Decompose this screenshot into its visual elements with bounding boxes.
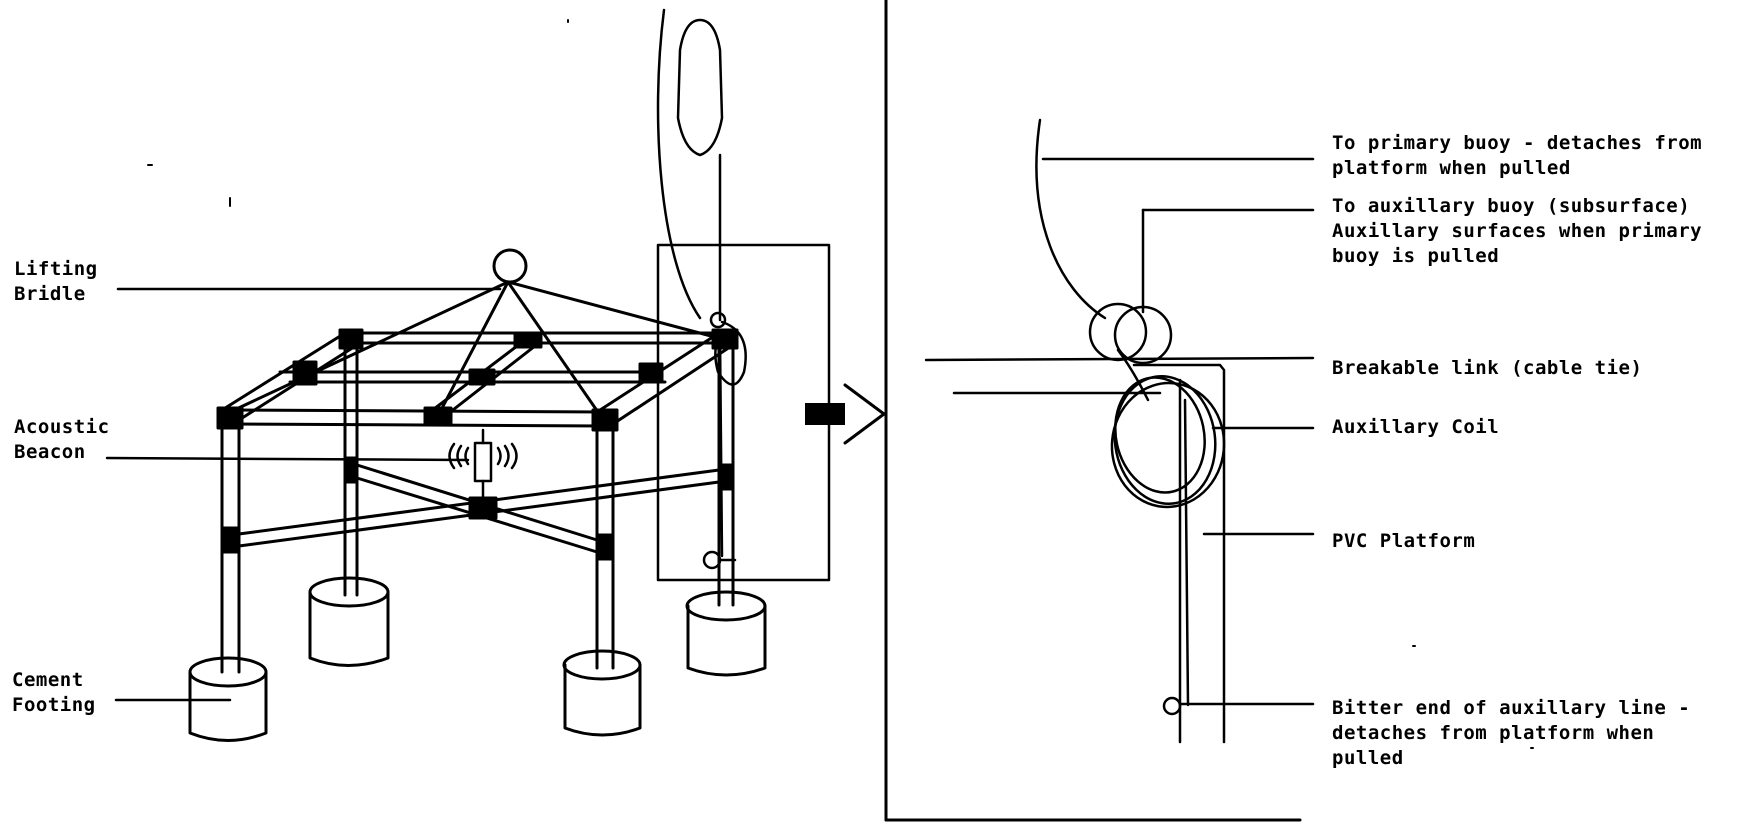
label-primary-buoy: To primary buoy - detaches from platform…	[1332, 132, 1703, 179]
detail-rings	[1088, 302, 1173, 365]
lifting-bridle	[228, 248, 728, 417]
detail-auxiliary-coil	[1110, 348, 1226, 707]
detail-arrow	[805, 383, 886, 445]
label-pvc-platform: PVC Platform	[1332, 530, 1476, 552]
detail-pvc-platform	[1132, 363, 1226, 744]
label-lifting-bridle: Lifting Bridle	[14, 258, 98, 305]
label-breakable-link: Breakable link (cable tie)	[1332, 357, 1643, 379]
detail-callout-box	[656, 243, 831, 582]
label-bitter-end: Bitter end of auxillary line - detaches …	[1332, 697, 1691, 769]
label-cement-footing: Cement Footing	[12, 669, 96, 716]
detail-primary-line	[1035, 118, 1107, 320]
label-acoustic-beacon: Acoustic Beacon	[14, 416, 110, 463]
leader-lines	[105, 157, 1315, 706]
detail-bitter-end	[1162, 696, 1182, 716]
label-auxiliary-buoy: To auxillary buoy (subsurface) Auxillary…	[1332, 195, 1703, 267]
acoustic-beacon	[448, 428, 518, 502]
label-auxiliary-coil: Auxillary Coil	[1332, 416, 1500, 438]
buoy-lines	[656, 8, 747, 570]
cross-bracing	[220, 456, 735, 561]
scan-specks	[147, 19, 1534, 749]
cement-footings	[188, 576, 767, 742]
